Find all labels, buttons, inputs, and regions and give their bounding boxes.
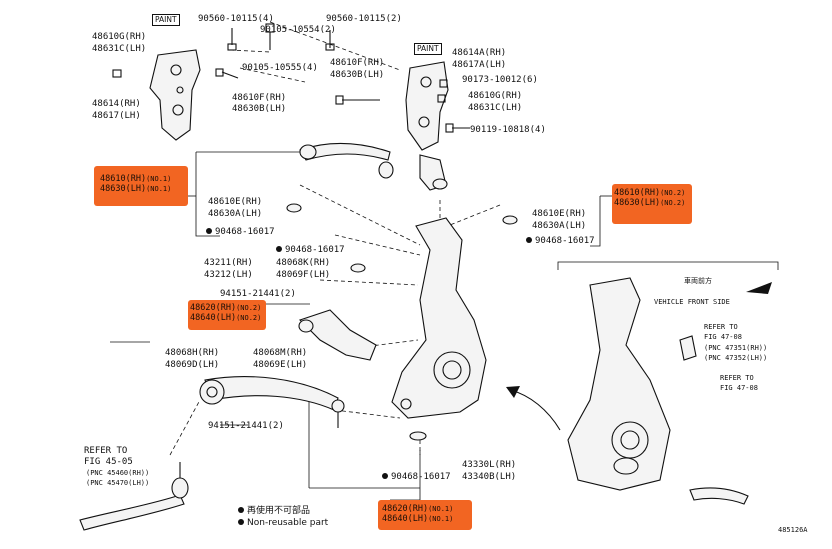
label-fig-47-08-b: FIG 47-08 bbox=[720, 384, 758, 392]
label-94151-21441-a: 94151-21441(2) bbox=[220, 289, 296, 299]
label-48630-lh-no1: 48630(LH)(NO.1) bbox=[100, 184, 172, 194]
label-43212-lh: 43212(LH) bbox=[204, 270, 253, 280]
label-90119-10818-4: 90119-10818(4) bbox=[470, 125, 546, 135]
label-48630b-lh-left: 48630B(LH) bbox=[232, 104, 287, 114]
label-vehicle-front-side: VEHICLE FRONT SIDE bbox=[654, 298, 730, 306]
tie-rod-end bbox=[79, 494, 185, 531]
highlight-upper-arm-no2: 48610(RH)(NO.2) 48630(LH)(NO.2) bbox=[612, 184, 692, 224]
non-reusable-dot-icon bbox=[206, 228, 212, 234]
label-90468-16017-b: 90468-16017 bbox=[276, 245, 345, 256]
non-reusable-dot-icon bbox=[526, 237, 532, 243]
label-48068h-rh: 48068H(RH) bbox=[165, 348, 220, 358]
non-reusable-dot-icon bbox=[238, 507, 244, 513]
label-pnc-45460: (PNC 45460(RH)) bbox=[86, 469, 150, 477]
label-90560-10115-4: 90560-10115(4) bbox=[198, 14, 274, 24]
label-48640-lh-no1: 48640(LH)(NO.1) bbox=[382, 514, 454, 524]
label-pnc-47351: (PNC 47351(RH)) bbox=[704, 344, 768, 352]
label-43340b-lh: 43340B(LH) bbox=[462, 472, 517, 482]
detail-knuckle bbox=[567, 277, 671, 491]
label-48069e-lh: 48069E(LH) bbox=[253, 360, 308, 370]
highlight-lower-arm-no1: 48620(RH)(NO.1) 48640(LH)(NO.1) bbox=[378, 500, 472, 530]
label-48620-rh-no2: 48620(RH)(NO.2) bbox=[190, 303, 262, 313]
upper-arm bbox=[299, 142, 391, 161]
paint-box-right: PAINT bbox=[414, 43, 442, 55]
upper-bracket-right bbox=[405, 61, 449, 151]
label-pnc-47352: (PNC 47352(LH)) bbox=[704, 354, 768, 362]
label-refer-to-left: REFER TO bbox=[84, 446, 128, 456]
label-48614-rh: 48614(RH) bbox=[92, 99, 141, 109]
label-vehicle-front-jp: 車両前方 bbox=[684, 277, 712, 285]
non-reusable-dot-icon bbox=[382, 473, 388, 479]
paint-box-left: PAINT bbox=[152, 14, 180, 26]
non-reusable-dot-icon bbox=[238, 519, 244, 525]
label-90105-10554-2: 90105-10554(2) bbox=[260, 25, 336, 35]
highlight-upper-arm-no1: 48610(RH)(NO.1) 48630(LH)(NO.1) bbox=[94, 166, 188, 206]
steering-knuckle bbox=[391, 217, 487, 419]
label-48640-lh-no2: 48640(LH)(NO.2) bbox=[190, 313, 262, 323]
label-48610f-rh-left: 48610F(RH) bbox=[232, 93, 287, 103]
label-48069f-lh: 48069F(LH) bbox=[276, 270, 331, 280]
lower-arm-no2 bbox=[298, 309, 377, 361]
label-48617-lh: 48617(LH) bbox=[92, 111, 141, 121]
label-48614a-rh: 48614A(RH) bbox=[452, 48, 507, 58]
figure-number: 485126A bbox=[778, 526, 808, 534]
label-48069d-lh: 48069D(LH) bbox=[165, 360, 220, 370]
label-48630a-lh-right: 48630A(LH) bbox=[532, 221, 587, 231]
label-90468-16017-d: 90468-16017 bbox=[382, 472, 451, 483]
label-43211-rh: 43211(RH) bbox=[204, 258, 253, 268]
assembly-dashes bbox=[169, 21, 501, 456]
label-refer-to-detail-a: REFER TO bbox=[704, 323, 738, 331]
label-43330l-rh: 43330L(RH) bbox=[462, 460, 517, 470]
label-48631c-lh: 48631C(LH) bbox=[92, 44, 147, 54]
legend-english: Non-reusable part bbox=[238, 518, 328, 529]
label-94151-21441-b: 94151-21441(2) bbox=[208, 421, 284, 431]
label-48610e-rh-left: 48610E(RH) bbox=[208, 197, 263, 207]
label-48610-rh-no2: 48610(RH)(NO.2) bbox=[614, 188, 686, 198]
label-90173-10012-6: 90173-10012(6) bbox=[462, 75, 538, 85]
label-pnc-45470: (PNC 45470(LH)) bbox=[86, 479, 150, 487]
label-48610e-rh-right: 48610E(RH) bbox=[532, 209, 587, 219]
label-48631c-lh-right: 48631C(LH) bbox=[468, 103, 523, 113]
label-48068k-rh: 48068K(RH) bbox=[276, 258, 331, 268]
bolts bbox=[112, 23, 470, 133]
upper-bracket-left bbox=[149, 49, 201, 141]
label-48620-rh-no1: 48620(RH)(NO.1) bbox=[382, 504, 454, 514]
label-48610g-rh-right: 48610G(RH) bbox=[468, 91, 523, 101]
label-90560-10115-2: 90560-10115(2) bbox=[326, 14, 402, 24]
non-reusable-dot-icon bbox=[276, 246, 282, 252]
highlight-lower-arm-no2: 48620(RH)(NO.2) 48640(LH)(NO.2) bbox=[188, 300, 266, 330]
label-48610f-rh-center: 48610F(RH) bbox=[330, 58, 385, 68]
label-90468-16017-c: 90468-16017 bbox=[526, 236, 595, 247]
label-90105-10555-4: 90105-10555(4) bbox=[242, 63, 318, 73]
label-fig-47-08-a: FIG 47-08 bbox=[704, 333, 742, 341]
label-48630b-lh-center: 48630B(LH) bbox=[330, 70, 385, 80]
label-48610g-rh: 48610G(RH) bbox=[92, 32, 147, 42]
label-90468-16017-a: 90468-16017 bbox=[206, 227, 275, 238]
lower-arm-no1 bbox=[204, 376, 339, 411]
label-48630-lh-no2: 48630(LH)(NO.2) bbox=[614, 198, 686, 208]
label-refer-to-detail-b: REFER TO bbox=[720, 374, 754, 382]
legend-japanese: 再使用不可部品 bbox=[238, 506, 310, 517]
label-48630a-lh-left: 48630A(LH) bbox=[208, 209, 263, 219]
label-48068m-rh: 48068M(RH) bbox=[253, 348, 308, 358]
label-48610-rh-no1: 48610(RH)(NO.1) bbox=[100, 174, 172, 184]
label-48617a-lh: 48617A(LH) bbox=[452, 60, 507, 70]
leader-lines bbox=[110, 151, 612, 501]
assembly-arrow bbox=[509, 389, 561, 431]
label-fig-45-05: FIG 45-05 bbox=[84, 457, 133, 467]
